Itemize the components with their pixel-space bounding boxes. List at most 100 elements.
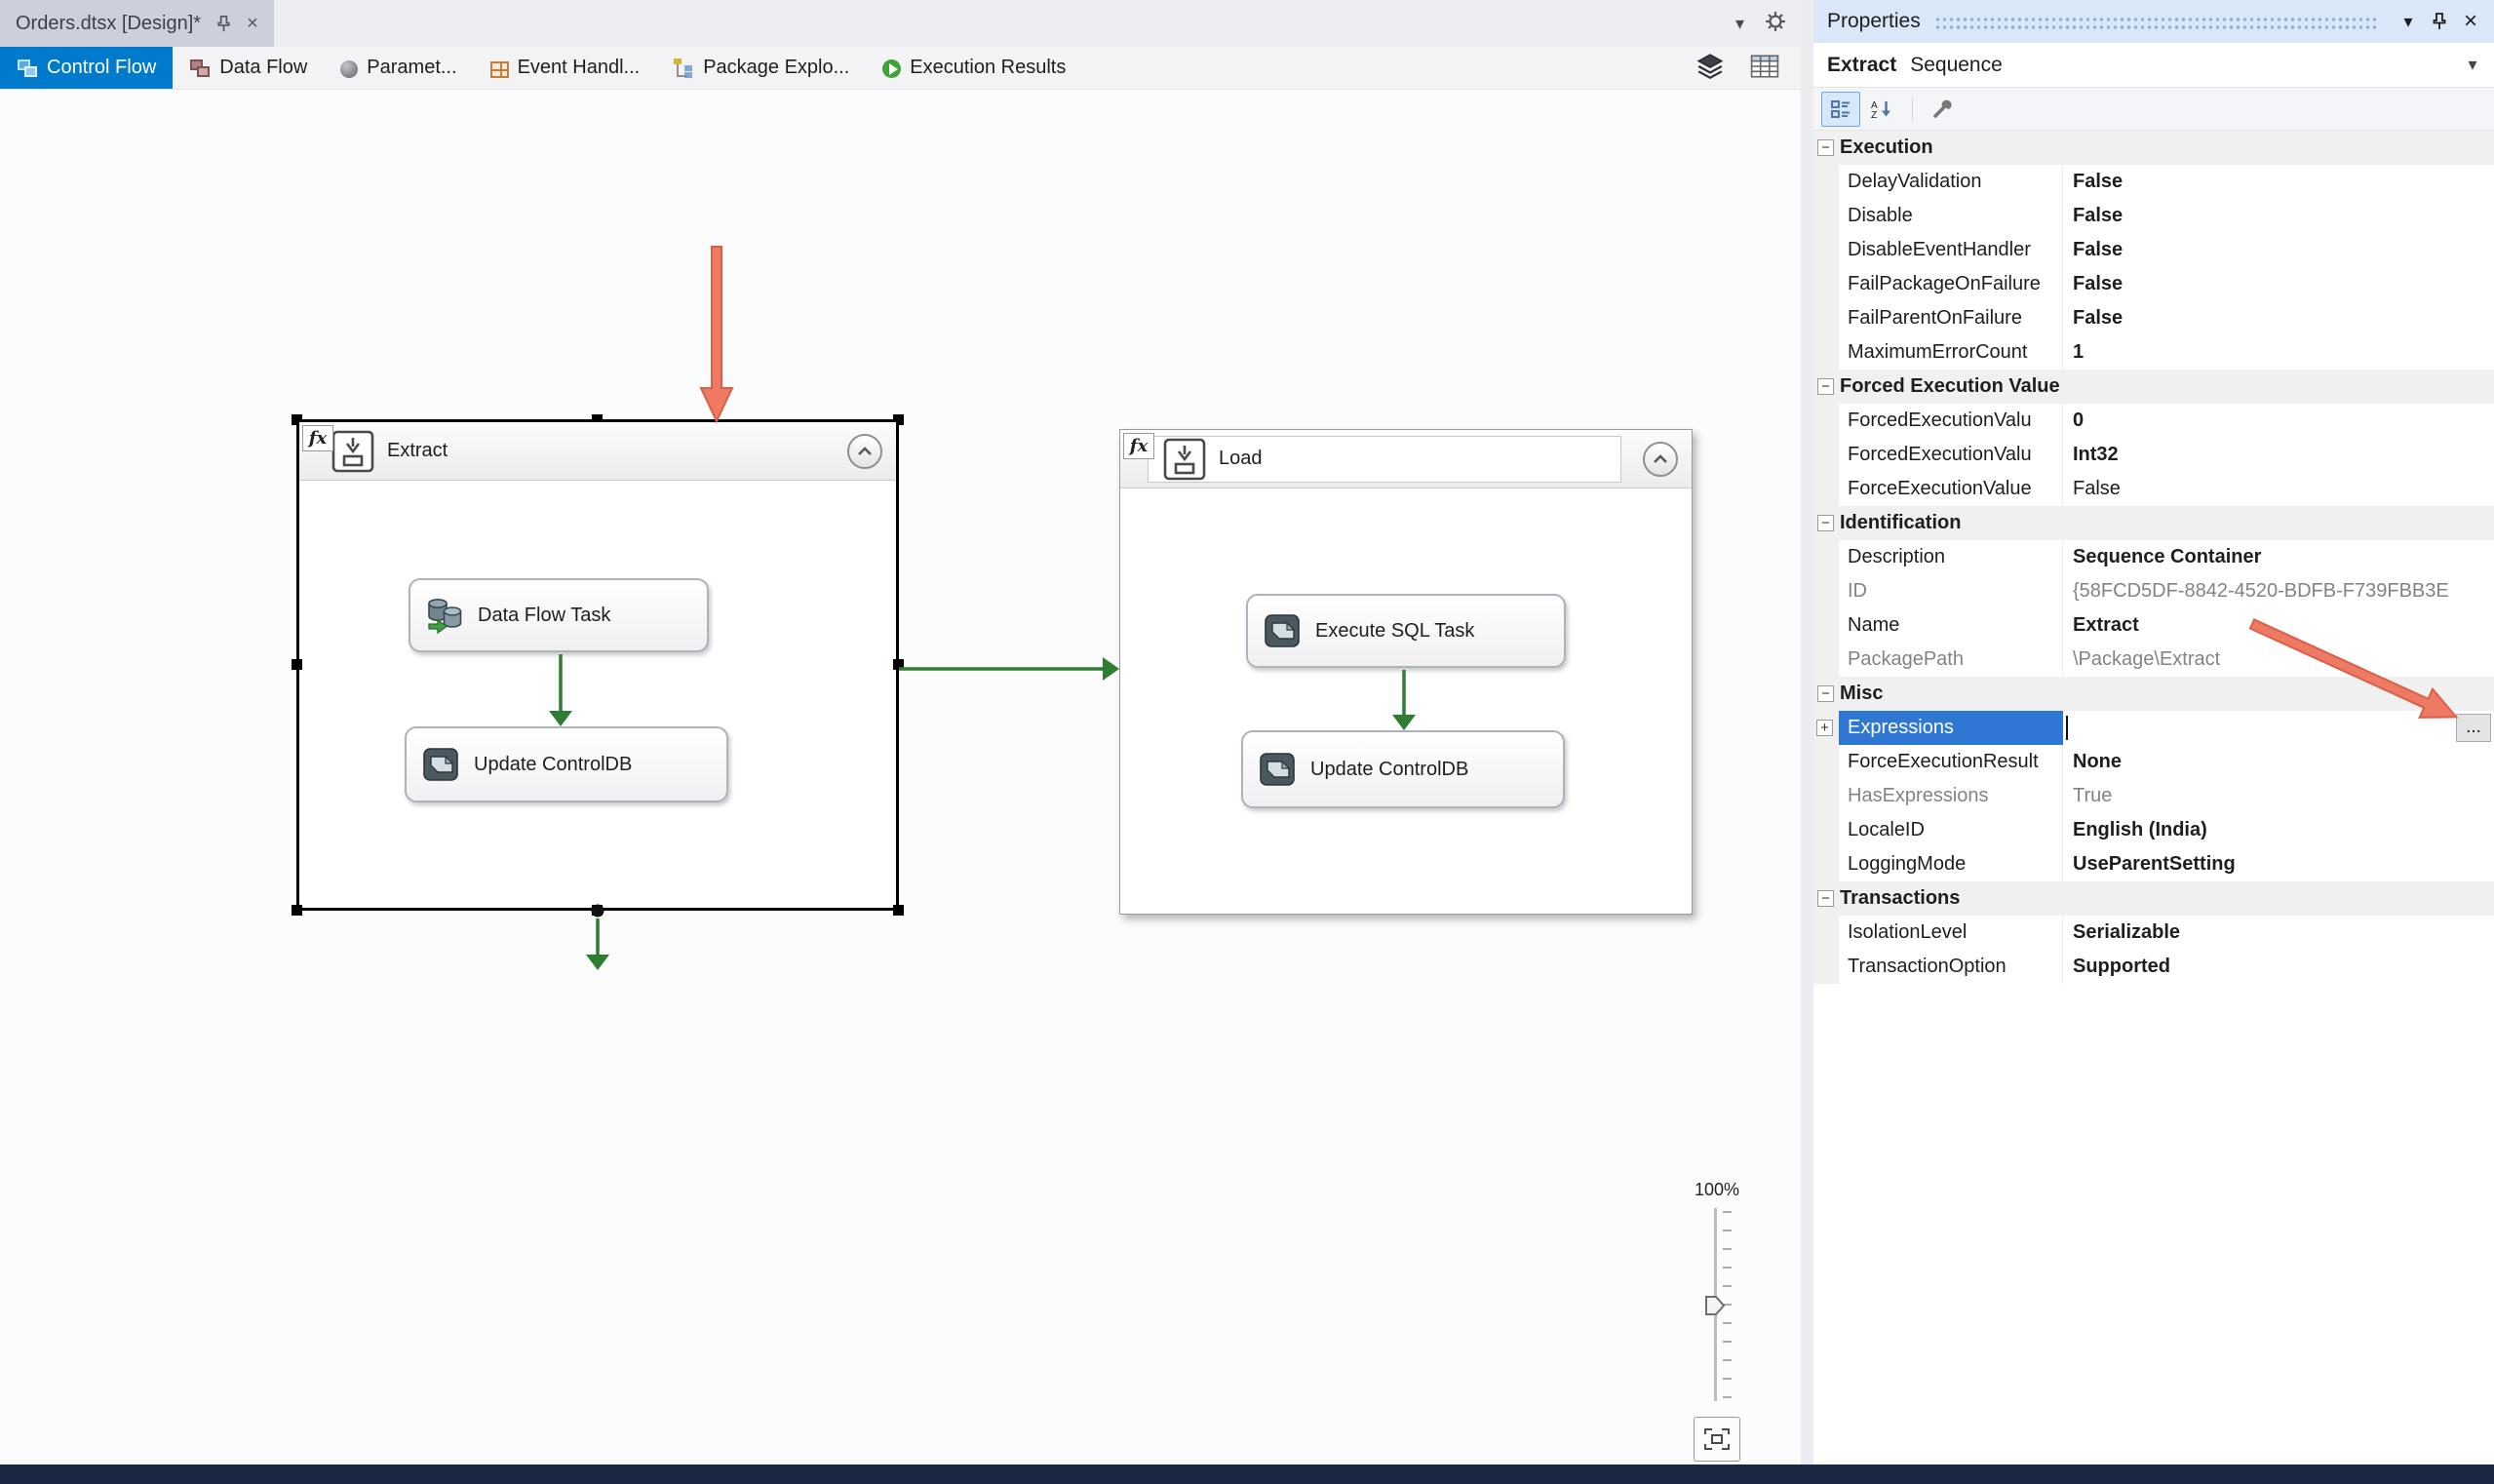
- category-row-execution[interactable]: Execution: [1813, 131, 2494, 165]
- property-value[interactable]: Sequence Container: [2063, 539, 2494, 574]
- category-row-identification[interactable]: Identification: [1813, 506, 2494, 540]
- resize-handle[interactable]: [592, 414, 603, 425]
- property-value[interactable]: False: [2063, 471, 2494, 506]
- properties-titlebar[interactable]: Properties ▾ ×: [1813, 0, 2494, 43]
- document-tab-orders-dtsx[interactable]: Orders.dtsx [Design]* ×: [0, 0, 274, 47]
- property-value[interactable]: False: [2063, 266, 2494, 301]
- resize-handle[interactable]: [292, 659, 302, 670]
- property-value[interactable]: 1: [2063, 334, 2494, 370]
- property-row-expressions[interactable]: Expressions...: [1813, 710, 2494, 745]
- property-row-packagepath[interactable]: PackagePath\Package\Extract: [1813, 642, 2494, 677]
- tab-package-explo[interactable]: Package Explo...: [656, 47, 866, 89]
- category-label: Transactions: [1840, 887, 1961, 909]
- collapse-minus-icon[interactable]: [1817, 890, 1834, 907]
- property-value[interactable]: UseParentSetting: [2063, 846, 2494, 881]
- property-row-id[interactable]: ID{58FCD5DF-8842-4520-BDFB-F739FBB3E: [1813, 573, 2494, 608]
- category-row-misc[interactable]: Misc: [1813, 677, 2494, 711]
- resize-handle[interactable]: [592, 905, 603, 916]
- property-value[interactable]: True: [2063, 778, 2494, 813]
- chevron-down-icon[interactable]: ▾: [1734, 14, 1744, 33]
- collapse-minus-icon[interactable]: [1817, 139, 1834, 156]
- task-execute-sql-task[interactable]: Execute SQL Task: [1246, 594, 1566, 668]
- expand-plus-icon[interactable]: [1816, 719, 1833, 736]
- precedence-constraint-extract-to-load[interactable]: [899, 657, 1119, 681]
- property-value[interactable]: False: [2063, 164, 2494, 199]
- property-value[interactable]: False: [2063, 232, 2494, 267]
- pin-icon[interactable]: [2424, 6, 2455, 37]
- collapse-container-button[interactable]: [1643, 442, 1678, 477]
- tab-control-flow[interactable]: Control Flow: [0, 47, 174, 89]
- category-row-forced-execution-value[interactable]: Forced Execution Value: [1813, 370, 2494, 404]
- sequence-container-extract[interactable]: fx Extract Data Flow Task Update Control…: [292, 414, 904, 916]
- task-update-controldb-extract[interactable]: Update ControlDB: [405, 726, 728, 802]
- container-header-load[interactable]: Load: [1120, 430, 1692, 488]
- grid-icon[interactable]: [1750, 54, 1779, 84]
- task-update-controldb-load[interactable]: Update ControlDB: [1241, 730, 1565, 808]
- property-value[interactable]: \Package\Extract: [2063, 642, 2494, 677]
- object-selector-combo[interactable]: Extract Sequence ▾: [1813, 43, 2494, 88]
- expressions-ellipsis-button[interactable]: ...: [2456, 713, 2491, 742]
- property-value[interactable]: False: [2063, 300, 2494, 335]
- resize-handle[interactable]: [292, 414, 302, 425]
- category-row-transactions[interactable]: Transactions: [1813, 881, 2494, 916]
- collapse-container-button[interactable]: [847, 434, 882, 469]
- close-icon[interactable]: ×: [247, 13, 258, 34]
- control-flow-design-surface[interactable]: fx Extract Data Flow Task Update Control…: [0, 90, 1801, 1464]
- zoom-slider-thumb[interactable]: [1704, 1294, 1726, 1317]
- property-value[interactable]: ...: [2063, 710, 2494, 745]
- pin-icon[interactable]: [214, 15, 233, 33]
- collapse-minus-icon[interactable]: [1817, 685, 1834, 702]
- property-value[interactable]: Extract: [2063, 607, 2494, 643]
- property-value[interactable]: None: [2063, 744, 2494, 779]
- property-value[interactable]: Serializable: [2063, 915, 2494, 950]
- property-value[interactable]: {58FCD5DF-8842-4520-BDFB-F739FBB3E: [2063, 573, 2494, 608]
- tab-paramet[interactable]: Paramet...: [324, 47, 473, 89]
- tab-event-handl[interactable]: Event Handl...: [474, 47, 657, 89]
- task-data-flow-task[interactable]: Data Flow Task: [409, 578, 709, 652]
- chevron-down-icon[interactable]: ▾: [2403, 12, 2413, 31]
- resize-handle[interactable]: [292, 905, 302, 916]
- property-value[interactable]: Supported: [2063, 949, 2494, 984]
- resize-handle[interactable]: [893, 905, 904, 916]
- layers-icon[interactable]: [1695, 53, 1725, 85]
- categorized-button[interactable]: [1821, 91, 1860, 127]
- property-pages-button[interactable]: [1924, 92, 1963, 127]
- property-value[interactable]: False: [2063, 198, 2494, 233]
- row-gutter: [1813, 300, 1839, 335]
- close-icon[interactable]: ×: [2463, 8, 2477, 34]
- gear-icon[interactable]: [1764, 10, 1787, 38]
- property-value-text: UseParentSetting: [2073, 852, 2236, 875]
- container-header-extract[interactable]: Extract: [299, 422, 896, 481]
- property-value[interactable]: Int32: [2063, 437, 2494, 472]
- resize-handle[interactable]: [893, 659, 904, 670]
- property-value[interactable]: 0: [2063, 403, 2494, 438]
- fit-to-window-button[interactable]: [1694, 1417, 1740, 1462]
- zoom-slider[interactable]: [1695, 1208, 1738, 1401]
- alphabetical-button[interactable]: [1862, 92, 1901, 127]
- tab-execution-results[interactable]: Execution Results: [866, 47, 1082, 89]
- resize-handle[interactable]: [893, 414, 904, 425]
- chevron-down-icon[interactable]: ▾: [2468, 55, 2477, 74]
- collapse-minus-icon[interactable]: [1817, 378, 1834, 395]
- tab-data-flow[interactable]: Data Flow: [173, 47, 324, 89]
- property-value[interactable]: English (India): [2063, 812, 2494, 847]
- collapse-minus-icon[interactable]: [1817, 515, 1834, 531]
- sequence-container-load[interactable]: fx Load Execute SQL Task Update ControlD…: [1119, 429, 1693, 915]
